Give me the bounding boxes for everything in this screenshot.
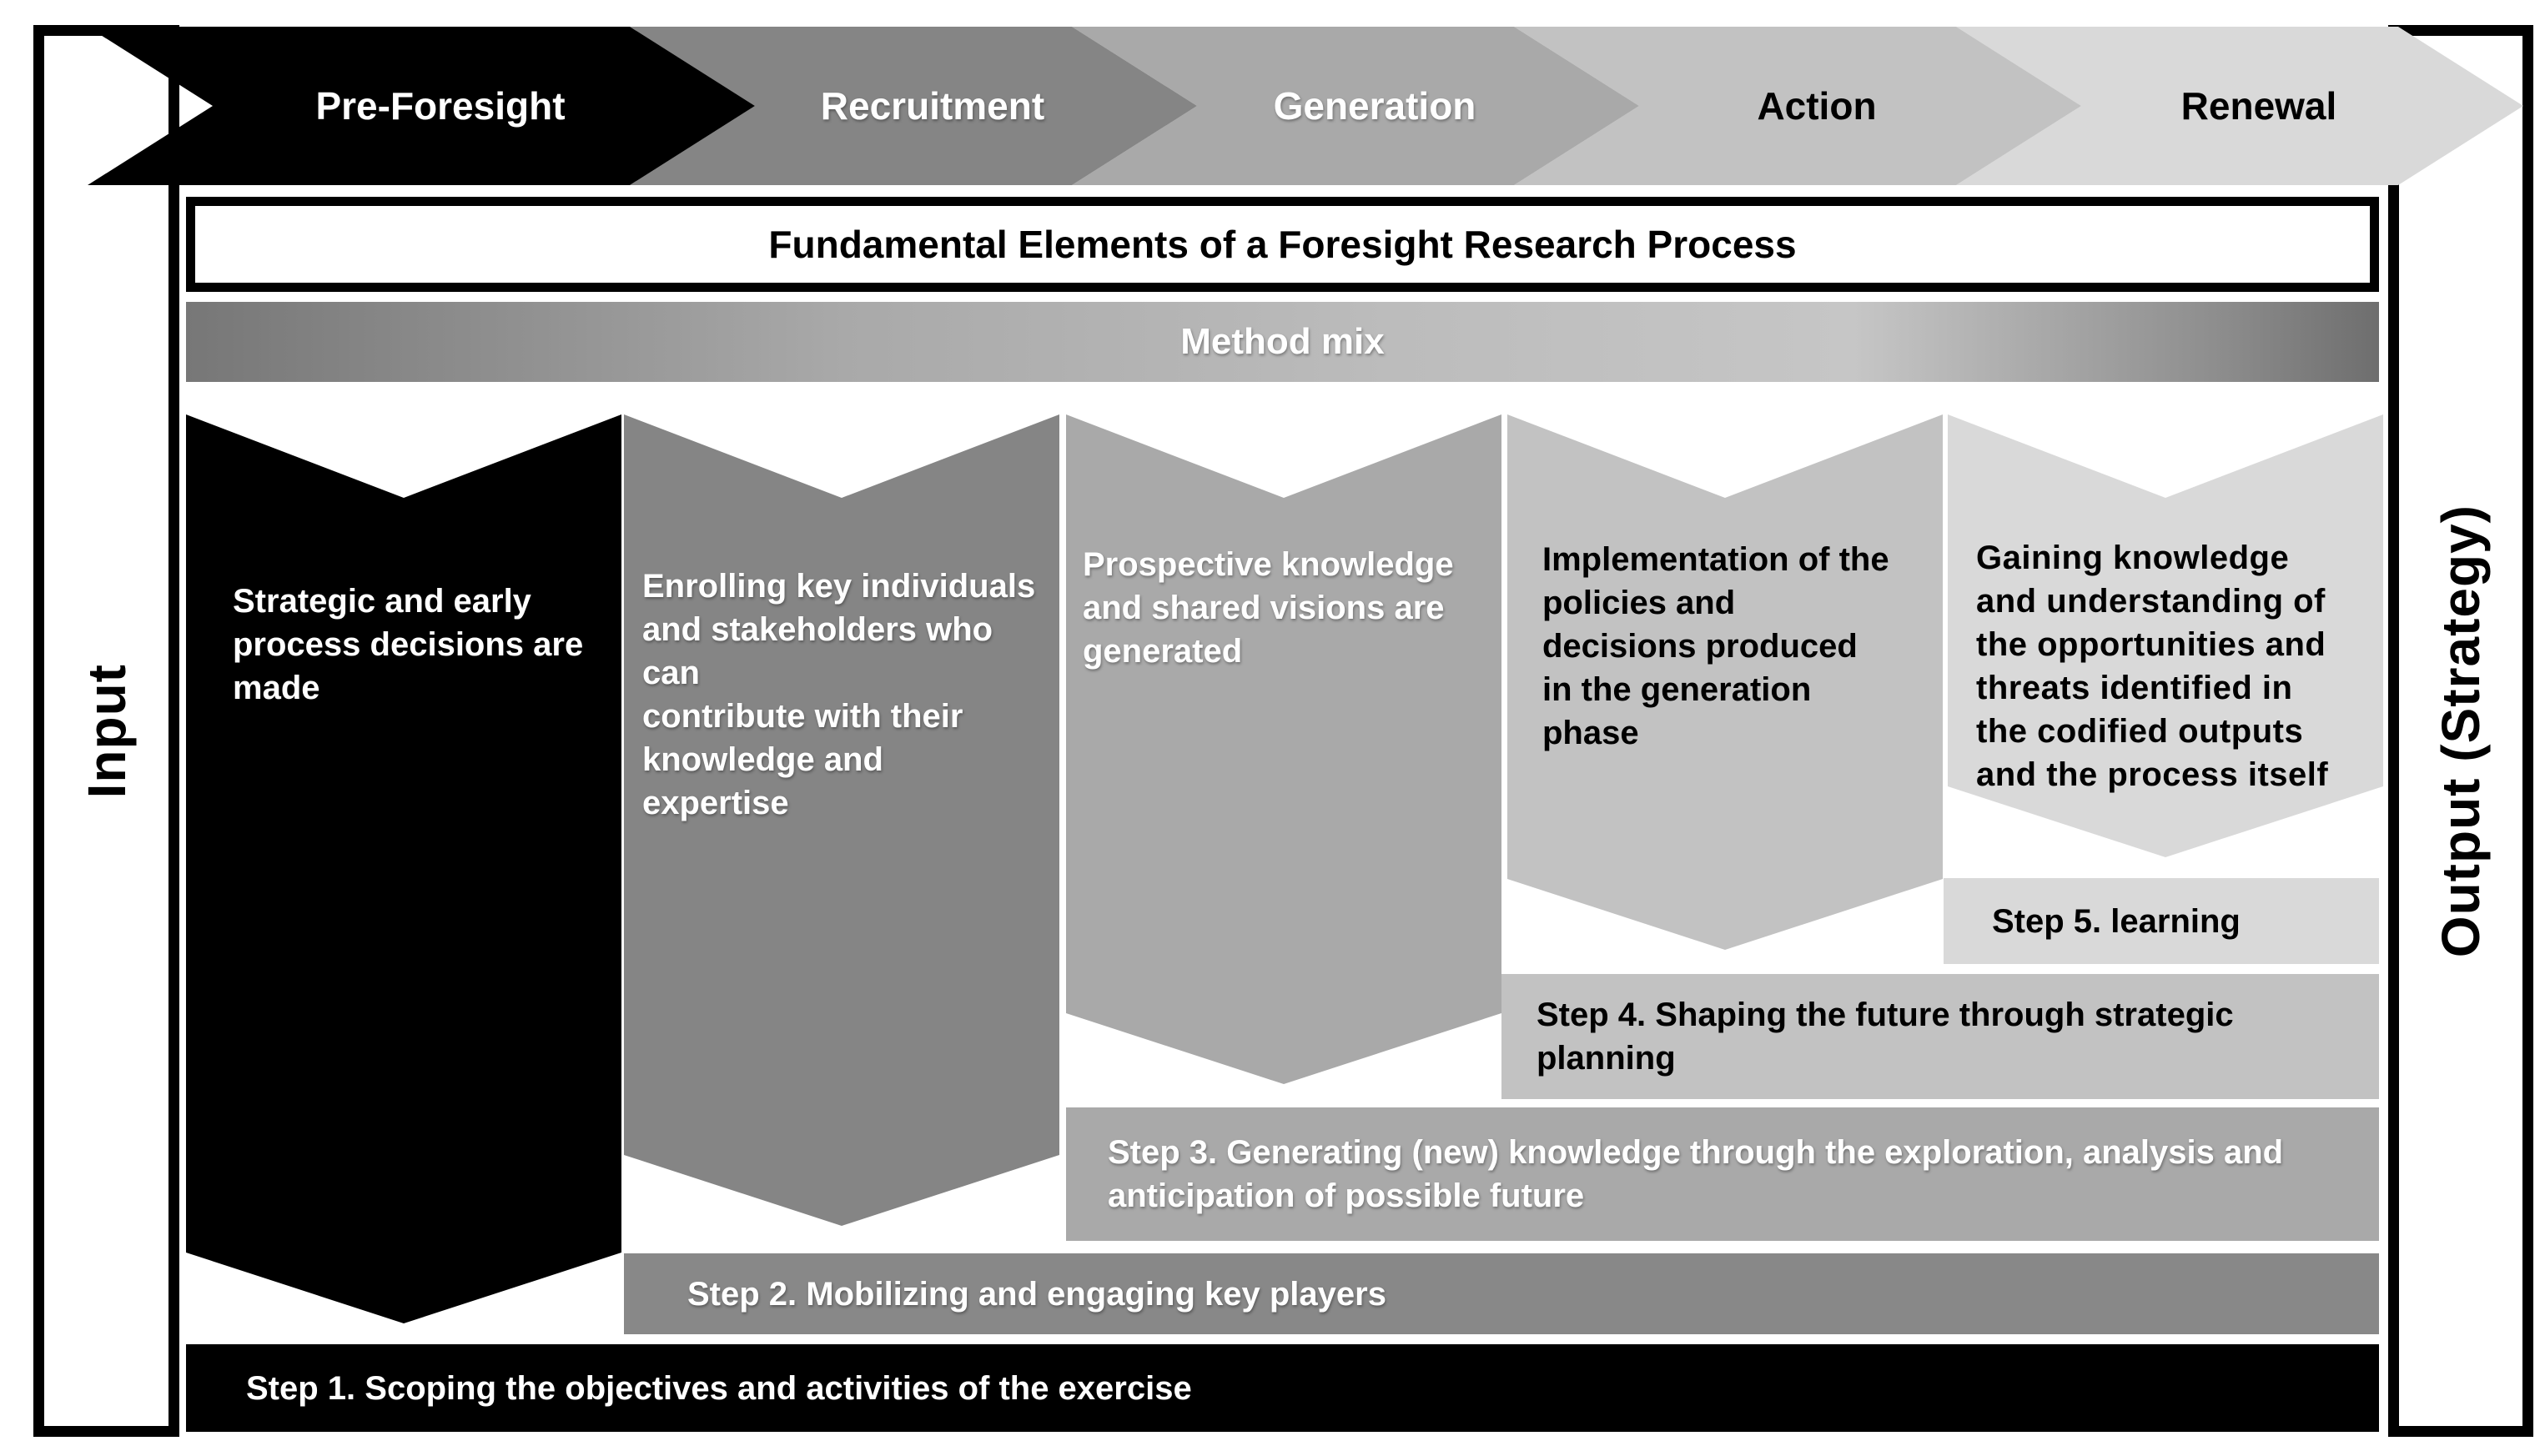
phase-label-pre-foresight: Pre-Foresight xyxy=(315,84,566,128)
method-mix-label: Method mix xyxy=(1180,321,1385,362)
input-label: Input xyxy=(76,663,137,799)
column-recruitment-text: Enrolling key individuals and stakeholde… xyxy=(642,568,1036,821)
phase-arrow-row: Pre-Foresight Recruitment Generation Act… xyxy=(88,27,2523,185)
step-2-bar: Step 2. Mobilizing and engaging key play… xyxy=(624,1253,2379,1334)
column-generation: Prospective knowledge and shared visions… xyxy=(1066,414,1501,1084)
method-mix-bar: Method mix xyxy=(186,302,2379,382)
step-2-label: Step 2. Mobilizing and engaging key play… xyxy=(687,1275,1386,1313)
column-recruitment: Enrolling key individuals and stakeholde… xyxy=(624,414,1059,1226)
column-pre-foresight-text: Strategic and early process decisions ar… xyxy=(233,583,584,706)
column-action: Implementation of the policies and decis… xyxy=(1507,414,1943,950)
column-renewal: Gaining knowledge and understanding of t… xyxy=(1948,414,2383,857)
phase-label-generation: Generation xyxy=(1273,84,1476,128)
phase-label-renewal: Renewal xyxy=(2180,84,2337,128)
step-5-label: Step 5. learning xyxy=(1992,902,2241,940)
phase-arrow-renewal: Renewal xyxy=(1956,27,2523,185)
step-3-bar: Step 3. Generating (new) knowledge throu… xyxy=(1066,1107,2379,1241)
output-sidebar: Output (Strategy) xyxy=(2388,25,2533,1437)
phase-label-action: Action xyxy=(1757,84,1877,128)
column-action-text: Implementation of the policies and decis… xyxy=(1542,541,1889,751)
column-generation-text: Prospective knowledge and shared visions… xyxy=(1083,546,1454,670)
step-3-label: Step 3. Generating (new) knowledge throu… xyxy=(1108,1134,2284,1214)
banner-title-box: Fundamental Elements of a Foresight Rese… xyxy=(186,197,2379,292)
column-pre-foresight: Strategic and early process decisions ar… xyxy=(186,414,621,1323)
input-sidebar: Input xyxy=(33,25,179,1437)
phase-label-recruitment: Recruitment xyxy=(820,84,1045,128)
column-renewal-text: Gaining knowledge and understanding of t… xyxy=(1976,540,2329,793)
step-1-bar: Step 1. Scoping the objectives and activ… xyxy=(186,1344,2379,1432)
output-label: Output (Strategy) xyxy=(2431,504,2491,958)
phase-arrow-pre-foresight: Pre-Foresight xyxy=(88,27,755,185)
step-4-label: Step 4. Shaping the future through strat… xyxy=(1537,997,2234,1077)
step-4-bar: Step 4. Shaping the future through strat… xyxy=(1501,974,2379,1099)
step-1-label: Step 1. Scoping the objectives and activ… xyxy=(246,1369,1192,1407)
step-5-bar: Step 5. learning xyxy=(1944,878,2379,964)
banner-title: Fundamental Elements of a Foresight Rese… xyxy=(768,223,1797,266)
